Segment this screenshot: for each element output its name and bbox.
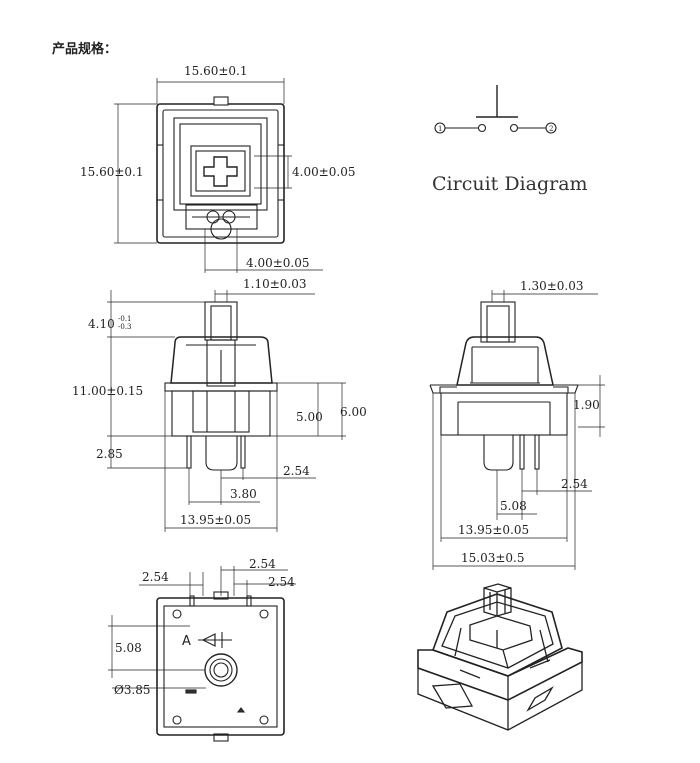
side-total-width: 15.03±0.5 <box>461 551 525 565</box>
side-pin-pitch: 2.54 <box>561 477 588 491</box>
front-total-height: 11.00±0.15 <box>72 384 143 398</box>
side-clip-height: 1.90 <box>573 398 600 412</box>
front-stem-tol-upper: -0.1 <box>118 315 132 323</box>
front-under-plate-2: 6.00 <box>340 405 367 419</box>
side-body-width: 13.95±0.05 <box>458 523 529 537</box>
circuit-title: Circuit Diagram <box>432 173 588 195</box>
top-stem-dim: 4.00±0.05 <box>292 165 356 179</box>
circuit-symbol <box>434 85 557 134</box>
bottom-dim-left: 2.54 <box>142 570 169 584</box>
circuit-pin1: 1 <box>438 125 442 133</box>
front-pin-length: 2.85 <box>96 447 123 461</box>
side-view <box>429 290 605 570</box>
top-bottom-dim: 4.00±0.05 <box>246 256 310 270</box>
front-body-width: 13.95±0.05 <box>180 513 251 527</box>
top-height-dim: 15.60±0.1 <box>80 165 144 179</box>
side-pin-offset: 5.08 <box>500 499 527 513</box>
front-view <box>107 290 346 532</box>
side-stem-width: 1.30±0.03 <box>520 279 584 293</box>
front-pin-offset: 3.80 <box>230 487 257 501</box>
front-stem-tol-lower: -0.3 <box>118 323 132 331</box>
bottom-view <box>108 566 296 742</box>
front-under-plate-1: 5.00 <box>296 410 323 424</box>
bottom-dim-right: 2.54 <box>268 575 295 589</box>
page-title: 产品规格： <box>52 42 118 57</box>
bottom-dim-top-right: 2.54 <box>249 557 276 571</box>
front-stem-width: 1.10±0.03 <box>243 277 307 291</box>
bottom-marking: A <box>182 634 191 649</box>
isometric-view <box>417 583 583 731</box>
bottom-dim-vertical: 5.08 <box>115 641 142 655</box>
top-view <box>114 78 323 273</box>
top-width-dim: 15.60±0.1 <box>184 64 248 78</box>
circuit-pin2: 2 <box>549 125 553 133</box>
front-pin-pitch: 2.54 <box>283 464 310 478</box>
front-stem-height: 4.10 <box>88 317 115 331</box>
bottom-diameter: Ø3.85 <box>114 683 151 697</box>
